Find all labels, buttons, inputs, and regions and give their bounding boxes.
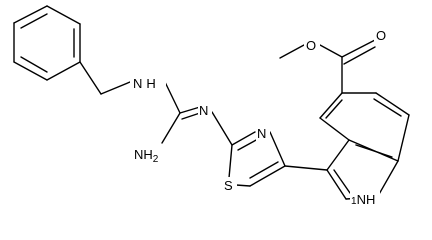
atom-label-thiazole-n: N bbox=[256, 125, 270, 141]
indole-benzene-ring bbox=[319, 92, 410, 162]
thiazole-indole-bond bbox=[284, 165, 328, 171]
svg-text:N: N bbox=[199, 103, 208, 118]
ester-group bbox=[279, 39, 376, 94]
atom-label-ester-o-carbonyl: O bbox=[374, 27, 390, 43]
atom-label-ester-o-ether: O bbox=[304, 37, 320, 53]
benzene-ring bbox=[13, 5, 81, 81]
guanidine-bonds bbox=[161, 81, 233, 146]
svg-text:NH2: NH2 bbox=[134, 147, 159, 165]
svg-text:O: O bbox=[376, 28, 386, 43]
svg-text:1NH: 1NH bbox=[351, 192, 375, 207]
atom-label-imine-n: N bbox=[198, 102, 212, 118]
thiazole-ring bbox=[228, 131, 286, 187]
atom-label-indole-nh: 1NH bbox=[350, 190, 380, 208]
atom-label-thiazole-s: S bbox=[223, 177, 237, 193]
svg-text:N: N bbox=[257, 126, 266, 141]
svg-text:NH: NH bbox=[133, 76, 156, 91]
svg-text:O: O bbox=[306, 38, 316, 53]
atom-label-amine-nh2: NH2 bbox=[132, 145, 162, 165]
svg-text:S: S bbox=[224, 178, 233, 193]
benzyl-ch2-bonds bbox=[79, 61, 131, 95]
